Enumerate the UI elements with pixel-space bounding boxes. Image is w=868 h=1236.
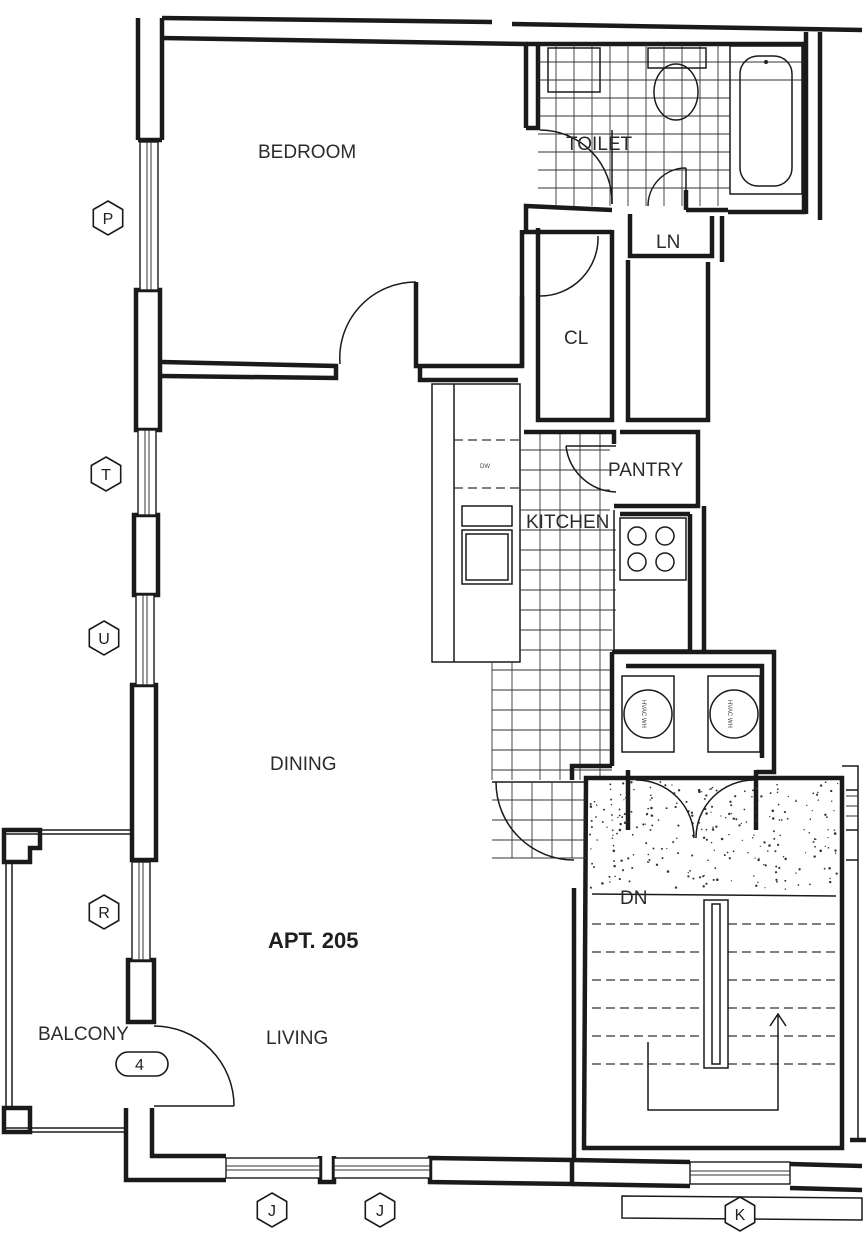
living-label: LIVING bbox=[266, 1028, 328, 1049]
entry-landing-pattern bbox=[589, 781, 839, 890]
window-tag-label: T bbox=[101, 467, 111, 484]
window-tag-hexagon bbox=[256, 1192, 288, 1228]
balcony bbox=[1, 827, 235, 1135]
window-tag-hexagon bbox=[364, 1192, 396, 1228]
bedroom-walls bbox=[161, 35, 529, 381]
toilet-label: TOILET bbox=[566, 134, 633, 155]
windows bbox=[131, 141, 863, 1221]
window-tag-label: J bbox=[268, 1203, 276, 1220]
closet-linen bbox=[519, 214, 725, 423]
window-tag-label: P bbox=[103, 211, 114, 228]
stairwell bbox=[571, 765, 859, 1160]
apartment-title: APT. 205 bbox=[268, 928, 359, 953]
balcony-number-text: 4 bbox=[135, 1057, 144, 1074]
hvac-closet: HVAC WH HVAC WH bbox=[569, 649, 777, 780]
balcony-number-tag: 4 bbox=[115, 1051, 169, 1077]
window-tag-hexagon bbox=[90, 456, 122, 492]
window-tag-label: K bbox=[735, 1207, 746, 1224]
window-tags: P T U R J J K bbox=[88, 200, 756, 1232]
closet-label: CL bbox=[564, 328, 588, 349]
pantry-label: PANTRY bbox=[608, 460, 684, 481]
stair-down-label: DN bbox=[620, 888, 647, 909]
entry-tile bbox=[492, 781, 586, 861]
toilet-room bbox=[523, 41, 807, 235]
hvac-right-label: HVAC WH bbox=[726, 700, 732, 728]
window-tag-hexagon bbox=[724, 1196, 756, 1232]
window-tag-hexagon bbox=[88, 894, 120, 930]
window-tag-label: R bbox=[98, 905, 110, 922]
linen-label: LN bbox=[656, 232, 680, 253]
bedroom-label: BEDROOM bbox=[258, 142, 356, 163]
kitchen-label: KITCHEN bbox=[526, 512, 609, 533]
toilet-tile-grid bbox=[538, 44, 804, 206]
window-tag-label: U bbox=[98, 631, 110, 648]
window-tag-hexagon bbox=[92, 200, 124, 236]
balcony-label: BALCONY bbox=[38, 1024, 129, 1045]
kitchen-tile-grid bbox=[491, 432, 616, 780]
dishwasher-label: DW bbox=[480, 464, 490, 470]
hvac-left-label: HVAC WH bbox=[640, 700, 646, 728]
window-tag-hexagon bbox=[88, 620, 120, 656]
window-tag-label: J bbox=[376, 1203, 384, 1220]
kitchen: DW bbox=[417, 366, 707, 780]
dining-label: DINING bbox=[270, 754, 337, 775]
